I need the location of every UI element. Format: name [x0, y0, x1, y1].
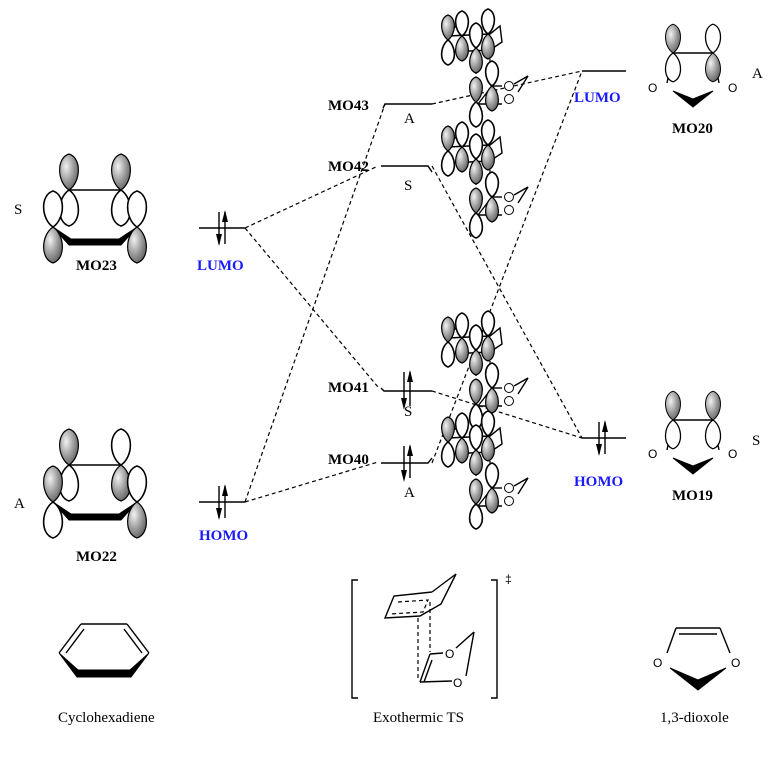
structure-cyclohexadiene	[58, 623, 150, 678]
mo20-label: MO20	[672, 121, 713, 137]
orbital-mo19	[664, 390, 722, 475]
right-lumo-label: LUMO	[574, 90, 621, 106]
corr-mo43-lumo-right	[431, 70, 583, 105]
mo23-symmetry: S	[14, 202, 22, 218]
ts-orbital-mo42	[442, 120, 528, 238]
mo20-symmetry: A	[752, 66, 763, 82]
level-mo42	[381, 165, 433, 173]
level-left-lumo	[199, 210, 245, 246]
corr-lumo-left-mo41	[244, 227, 379, 388]
structure-transition-state	[351, 573, 498, 699]
mo41-symmetry: S	[404, 404, 412, 420]
mo42-symmetry: S	[404, 178, 412, 194]
level-mo41	[380, 370, 432, 410]
left-lumo-label: LUMO	[197, 258, 244, 274]
orbital-mo22	[42, 428, 148, 539]
caption-dioxole: 1,3-dioxole	[660, 710, 729, 726]
level-mo43	[382, 103, 432, 109]
mo43-label: MO43	[328, 98, 369, 114]
level-left-homo	[199, 484, 245, 520]
corr-homo-left-mo40	[244, 461, 379, 503]
level-right-homo	[582, 420, 626, 456]
corr-mo42-homo-right	[431, 165, 583, 439]
mo20-oxygen-left: O	[648, 81, 657, 95]
ts-oxygen-2: O	[453, 676, 462, 690]
corr-homo-left-mo43	[244, 103, 386, 503]
mo42-label: MO42	[328, 159, 369, 175]
mo22-label: MO22	[76, 549, 117, 565]
orbital-mo23	[42, 153, 148, 264]
dioxole-oxygen-right: O	[731, 656, 740, 670]
mo19-oxygen-right: O	[728, 447, 737, 461]
correlation-lines	[244, 70, 583, 503]
orbital-mo20	[664, 23, 722, 108]
mo23-label: MO23	[76, 258, 117, 274]
ts-orbital-mo41	[442, 311, 528, 429]
dioxole-oxygen-left: O	[653, 656, 662, 670]
structure-dioxole	[666, 627, 731, 691]
ts-double-dagger: ‡	[505, 572, 512, 586]
caption-exothermic-ts: Exothermic TS	[373, 710, 464, 726]
bracket-right	[491, 579, 498, 699]
corr-lumo-left-mo42	[244, 165, 379, 229]
mo19-symmetry: S	[752, 433, 760, 449]
mo43-symmetry: A	[404, 111, 415, 127]
bracket-left	[351, 579, 358, 699]
ts-orbital-mo40	[442, 411, 528, 529]
level-mo40	[381, 444, 433, 482]
ts-orbital-mo43	[442, 9, 528, 127]
mo20-oxygen-right: O	[728, 81, 737, 95]
corr-mo41-homo-right	[431, 390, 583, 439]
caption-cyclohexadiene: Cyclohexadiene	[58, 710, 155, 726]
mo41-label: MO41	[328, 380, 369, 396]
mo19-oxygen-left: O	[648, 447, 657, 461]
mo40-symmetry: A	[404, 485, 415, 501]
mo40-label: MO40	[328, 452, 369, 468]
right-homo-label: HOMO	[574, 474, 623, 490]
left-homo-label: HOMO	[199, 528, 248, 544]
mo22-symmetry: A	[14, 496, 25, 512]
mo19-label: MO19	[672, 488, 713, 504]
ts-oxygen-1: O	[445, 647, 454, 661]
